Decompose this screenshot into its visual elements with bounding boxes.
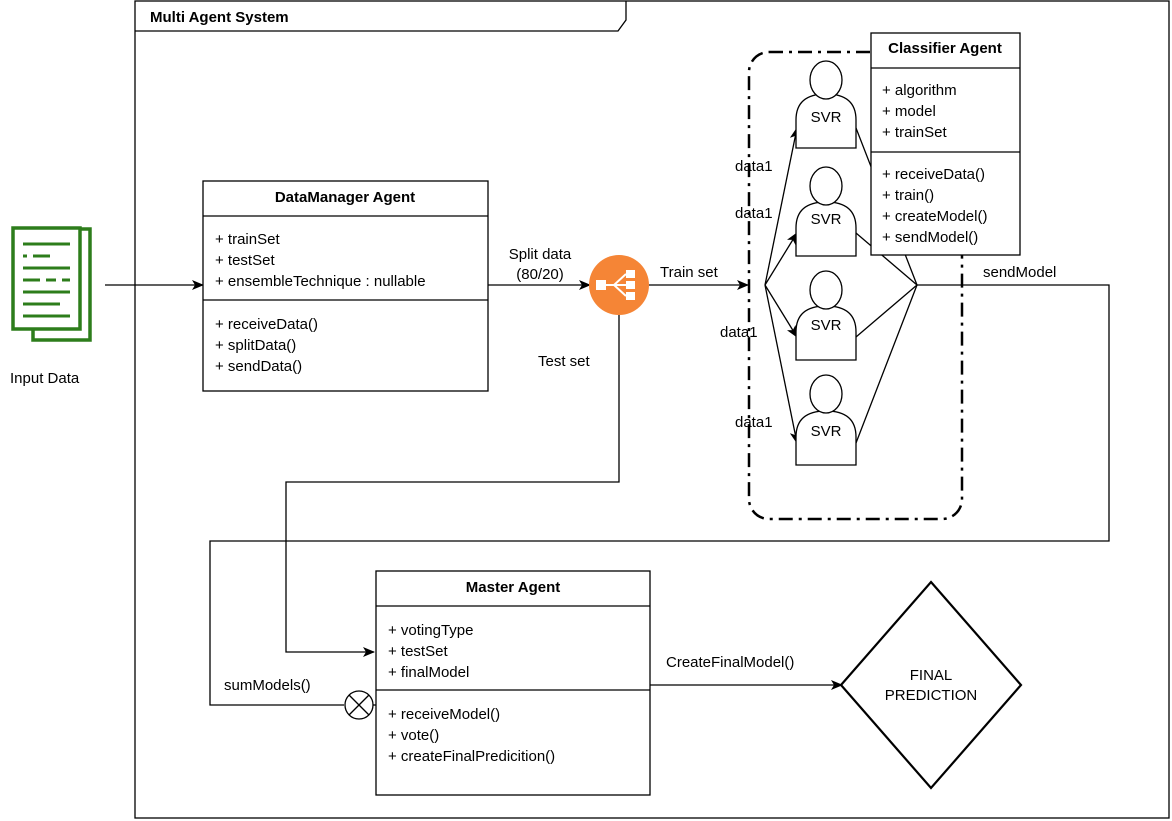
- classifier-attr-trainset: + trainSet: [882, 124, 947, 141]
- split-data-label: Split data: [509, 246, 572, 263]
- test-set-label: Test set: [538, 353, 591, 370]
- final-prediction-line1: FINAL: [910, 667, 953, 684]
- datamanager-method-senddata: + sendData(): [215, 358, 302, 375]
- svr-node-3: SVR: [795, 270, 857, 361]
- datamanager-attr-testset: + testSet: [215, 252, 275, 269]
- master-agent-class: Master Agent + votingType + testSet + fi…: [375, 570, 651, 796]
- datamanager-method-splitdata: + splitData(): [215, 337, 296, 354]
- document-icon: [11, 226, 92, 342]
- classifier-method-sendmodel: + sendModel(): [882, 229, 978, 246]
- create-final-label: CreateFinalModel(): [666, 654, 794, 671]
- edge-label-data1-d: data1: [735, 414, 773, 431]
- classifier-attr-model: + model: [882, 103, 936, 120]
- master-title: Master Agent: [466, 579, 560, 596]
- train-set-label: Train set: [660, 264, 719, 281]
- datamanager-attr-ensemble: + ensembleTechnique : nullable: [215, 273, 426, 290]
- master-method-vote: + vote(): [388, 727, 439, 744]
- splitter-icon: [589, 255, 649, 315]
- datamanager-agent-class: DataManager Agent + trainSet + testSet +…: [202, 180, 489, 392]
- sum-models-label: sumModels(): [224, 677, 311, 694]
- master-attr-finalmodel: + finalModel: [388, 664, 469, 681]
- svr-label-1: SVR: [811, 109, 842, 126]
- final-prediction-line2: PREDICTION: [885, 687, 978, 704]
- classifier-method-train: + train(): [882, 187, 934, 204]
- svr-node-2: SVR: [795, 166, 857, 257]
- classifier-attr-algorithm: + algorithm: [882, 82, 957, 99]
- edge-label-data1-a: data1: [735, 158, 773, 175]
- datamanager-title: DataManager Agent: [275, 189, 415, 206]
- svr-label-4: SVR: [811, 423, 842, 440]
- fan-out-edges: [764, 127, 800, 444]
- split-ratio-label: (80/20): [516, 266, 564, 283]
- classifier-method-createmodel: + createModel(): [882, 208, 987, 225]
- master-method-receivemodel: + receiveModel(): [388, 706, 500, 723]
- send-model-path: [209, 284, 1110, 706]
- svr-label-3: SVR: [811, 317, 842, 334]
- edge-label-data1-b: data1: [735, 205, 773, 222]
- classifier-title: Classifier Agent: [888, 40, 1002, 57]
- classifier-method-receivedata: + receiveData(): [882, 166, 985, 183]
- svr-node-4: SVR: [795, 374, 857, 466]
- master-attr-testset: + testSet: [388, 643, 448, 660]
- send-model-label: sendModel: [983, 264, 1056, 281]
- sum-junction-icon: [344, 690, 374, 720]
- datamanager-method-receivedata: + receiveData(): [215, 316, 318, 333]
- svr-node-1: SVR: [795, 60, 857, 149]
- edge-label-data1-c: data1: [720, 324, 758, 341]
- master-attr-votingtype: + votingType: [388, 622, 473, 639]
- classifier-agent-class: Classifier Agent + algorithm + model + t…: [870, 32, 1021, 256]
- input-data-label: Input Data: [10, 370, 80, 387]
- system-frame-title: Multi Agent System: [150, 9, 289, 26]
- test-set-arrow: [285, 315, 620, 657]
- master-method-createfinal: + createFinalPredicition(): [388, 748, 555, 765]
- datamanager-attr-trainset: + trainSet: [215, 231, 280, 248]
- svr-label-2: SVR: [811, 211, 842, 228]
- final-prediction-node: FINAL PREDICTION: [839, 580, 1023, 790]
- system-frame: Multi Agent System: [134, 0, 1170, 819]
